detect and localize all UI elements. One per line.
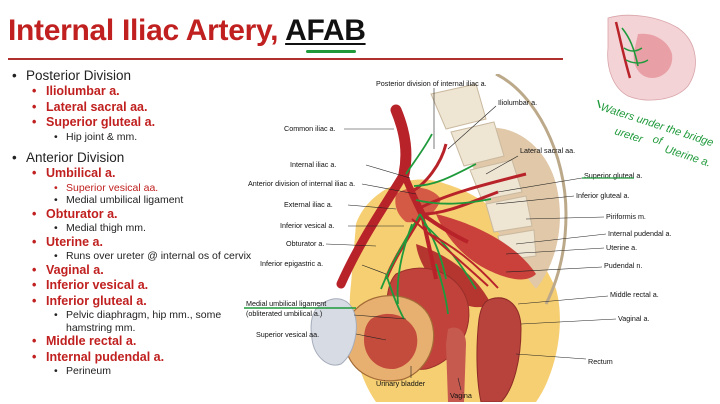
bullet-icon: • [54, 194, 58, 206]
bullet-icon: • [12, 68, 17, 83]
title-comma: , [270, 14, 279, 47]
bullet-icon: • [54, 250, 58, 262]
label-external-iliac: External iliac a. [284, 200, 333, 209]
branch-outline: •Posterior Division •Iliolumbar a. •Late… [12, 68, 262, 378]
label-obliterated-umbilical: (obliterated umbilical a.) [246, 309, 322, 318]
label-urinary-bladder: Urinary bladder [376, 379, 426, 388]
bullet-icon: • [54, 365, 58, 377]
bullet-icon: • [54, 222, 58, 234]
bullet-icon: • [32, 349, 37, 364]
outline-item: •Lateral sacral aa. [32, 99, 148, 114]
outline-subitem: •Medial thigh mm. [54, 222, 146, 234]
label-inferior-vesical: Inferior vesical a. [280, 221, 334, 230]
bullet-icon: • [32, 234, 37, 249]
label-uterine: Uterine a. [606, 243, 637, 252]
bullet-icon: • [32, 99, 37, 114]
label-piriformis: Piriformis m. [606, 212, 646, 221]
outline-subitem: •Pelvic diaphragm, hip mm., some hamstri… [54, 309, 222, 334]
label-common-iliac: Common iliac a. [284, 124, 336, 133]
bullet-icon: • [32, 206, 37, 221]
label-posterior-division: Posterior division of internal iliac a. [376, 79, 487, 88]
label-lateral-sacral: Lateral sacral aa. [520, 146, 575, 155]
outline-subitem: •Superior vesical aa. [54, 181, 159, 194]
bullet-icon: • [32, 115, 37, 129]
title-sub: AFAB [285, 14, 366, 47]
bullet-icon: • [32, 334, 37, 348]
handwritten-note: Waters under the bridge ureter of Uterin… [597, 99, 715, 170]
bullet-icon: • [32, 166, 37, 180]
label-medial-umbilical: Medial umbilical ligament [246, 299, 326, 308]
bullet-icon: • [32, 262, 37, 277]
outline-item: •Inferior vesical a. [32, 278, 149, 292]
label-superior-gluteal: Superior gluteal a. [584, 171, 642, 180]
pelvis-artery-illustration: Posterior division of internal iliac a. … [244, 74, 672, 402]
label-inferior-gluteal: Inferior gluteal a. [576, 191, 630, 200]
outline-anterior-division: •Anterior Division [12, 150, 125, 165]
outline-subitem: •Medial umbilical ligament [54, 194, 184, 206]
bullet-icon: • [32, 293, 37, 308]
title-divider [8, 58, 563, 60]
outline-item: •Vaginal a. [32, 262, 104, 277]
outline-item: •Obturator a. [32, 206, 118, 221]
bullet-icon: • [32, 278, 37, 292]
outline-item: •Iliolumbar a. [32, 84, 120, 98]
outline-subitem: •Runs over ureter @ internal os of cervi… [54, 250, 252, 262]
outline-subitem: •Perineum [54, 365, 111, 377]
label-internal-iliac: Internal iliac a. [290, 160, 336, 169]
outline-item: •Middle rectal a. [32, 334, 137, 348]
outline-posterior-division: •Posterior Division [12, 68, 132, 83]
label-rectum: Rectum [588, 357, 613, 366]
bullet-icon: • [12, 150, 17, 165]
outline-subitem: •Hip joint & mm. [54, 130, 138, 143]
outline-item: •Umbilical a. [32, 166, 116, 180]
label-vaginal: Vaginal a. [618, 314, 649, 323]
label-superior-vesical: Superior vesical aa. [256, 330, 319, 339]
slide-title: Internal Iliac Artery, AFAB [8, 14, 366, 48]
green-underline-mark [306, 50, 356, 53]
label-obturator: Obturator a. [286, 239, 324, 248]
label-anterior-division: Anterior division of internal iliac a. [248, 179, 355, 188]
thumbnail-figure [568, 8, 708, 108]
label-internal-pudendal: Internal pudendal a. [608, 229, 672, 238]
bullet-icon: • [32, 84, 37, 98]
bullet-icon: • [54, 181, 58, 194]
outline-item: •Superior gluteal a. [32, 115, 156, 129]
outline-item: •Inferior gluteal a. [32, 293, 147, 308]
label-pudendal-n: Pudendal n. [604, 261, 642, 270]
outline-item: •Internal pudendal a. [32, 349, 165, 364]
outline-item: •Uterine a. [32, 234, 103, 249]
label-inferior-epigastric: Inferior epigastric a. [260, 259, 323, 268]
label-middle-rectal: Middle rectal a. [610, 290, 659, 299]
label-iliolumbar: Iliolumbar a. [498, 98, 537, 107]
bullet-icon: • [54, 309, 58, 321]
title-main: Internal Iliac Artery [8, 14, 271, 47]
bullet-icon: • [54, 130, 58, 143]
label-vagina: Vagina [450, 391, 472, 400]
